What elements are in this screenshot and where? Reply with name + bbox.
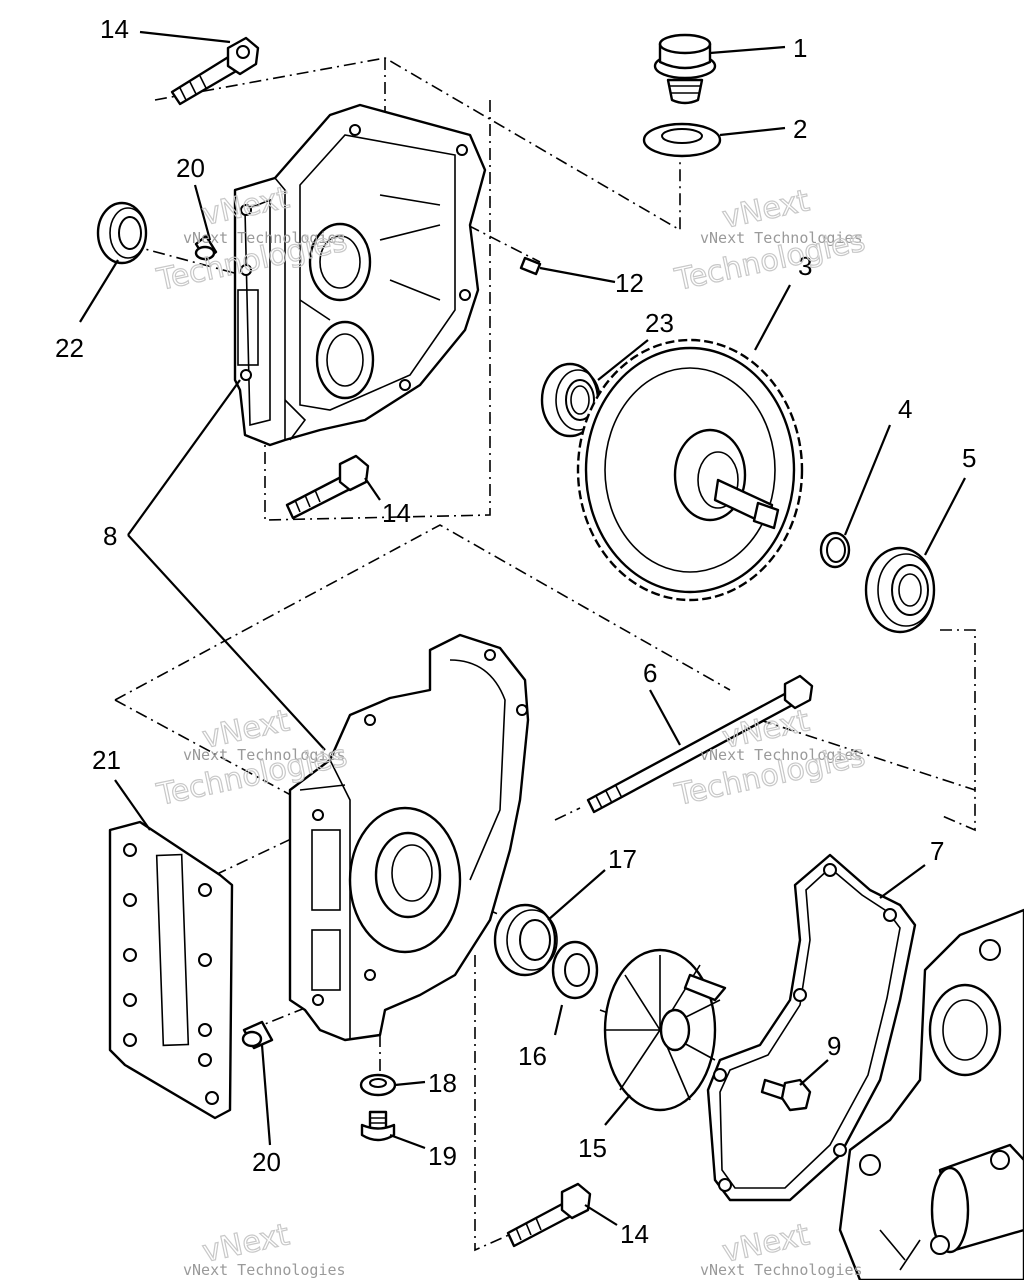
callout-16: 16 (518, 1041, 547, 1071)
gasket-7 (706, 853, 917, 1202)
upper-gear-housing (233, 103, 487, 447)
washer-16 (551, 940, 599, 1000)
callout-20-top: 20 (176, 153, 205, 183)
washer-2 (642, 122, 722, 158)
callout-12: 12 (615, 268, 644, 298)
callout-14-bottom: 14 (620, 1219, 649, 1249)
callout-6: 6 (643, 658, 657, 688)
callout-7: 7 (930, 836, 944, 866)
callout-3: 3 (798, 251, 812, 281)
callout-9: 9 (827, 1031, 841, 1061)
gasket-21 (108, 820, 234, 1120)
gear-3 (576, 338, 804, 602)
impeller-15 (603, 948, 727, 1112)
lower-pump-housing (288, 633, 530, 1042)
callout-21: 21 (92, 745, 121, 775)
bearing-5 (864, 546, 936, 634)
callout-22: 22 (55, 333, 84, 363)
callout-5: 5 (962, 443, 976, 473)
leader-lines (79, 30, 966, 1226)
bolt-9 (760, 1078, 812, 1112)
callout-8: 8 (103, 521, 117, 551)
callout-14-top: 14 (100, 14, 129, 44)
seal-22 (96, 201, 148, 265)
callout-4: 4 (898, 394, 912, 424)
watermark-text: vNext Technologies (183, 1261, 346, 1279)
callout-labels: 14 1 2 20 3 12 23 22 4 5 14 8 6 21 7 17 … (55, 14, 976, 1249)
dowel-pin-20-lower (241, 1020, 274, 1050)
drain-plug-1 (653, 33, 717, 105)
pin-12 (519, 256, 542, 276)
o-ring-4 (819, 531, 851, 569)
watermark-text: vNext (719, 183, 812, 236)
callout-23: 23 (645, 308, 674, 338)
callout-19: 19 (428, 1141, 457, 1171)
watermark-text: vNext Technologies (700, 1261, 863, 1279)
callout-20-lower: 20 (252, 1147, 281, 1177)
bolt-14-middle (285, 454, 370, 520)
watermarks: vNext Technologies vNext Technologies vN… (153, 180, 869, 1279)
washer-18 (359, 1073, 397, 1097)
pump-cover (838, 908, 1024, 1280)
bolt-14-top (170, 36, 260, 106)
watermark-text: vNext Technologies (700, 229, 863, 247)
watermark-text: vNext Technologies (700, 746, 863, 764)
callout-18: 18 (428, 1068, 457, 1098)
callout-2: 2 (793, 114, 807, 144)
callout-14-middle: 14 (382, 498, 411, 528)
bolt-14-bottom (506, 1182, 592, 1248)
callout-17: 17 (608, 844, 637, 874)
callout-1: 1 (793, 33, 807, 63)
callout-15: 15 (578, 1133, 607, 1163)
watermark-text: vNext Technologies (183, 746, 346, 764)
plug-19 (360, 1110, 396, 1142)
assembly-lines (114, 57, 976, 1252)
long-bolt-6 (586, 674, 814, 814)
dowel-pin-20-top (194, 234, 218, 262)
watermark-text: vNext Technologies (183, 229, 346, 247)
seal-17 (493, 903, 558, 977)
